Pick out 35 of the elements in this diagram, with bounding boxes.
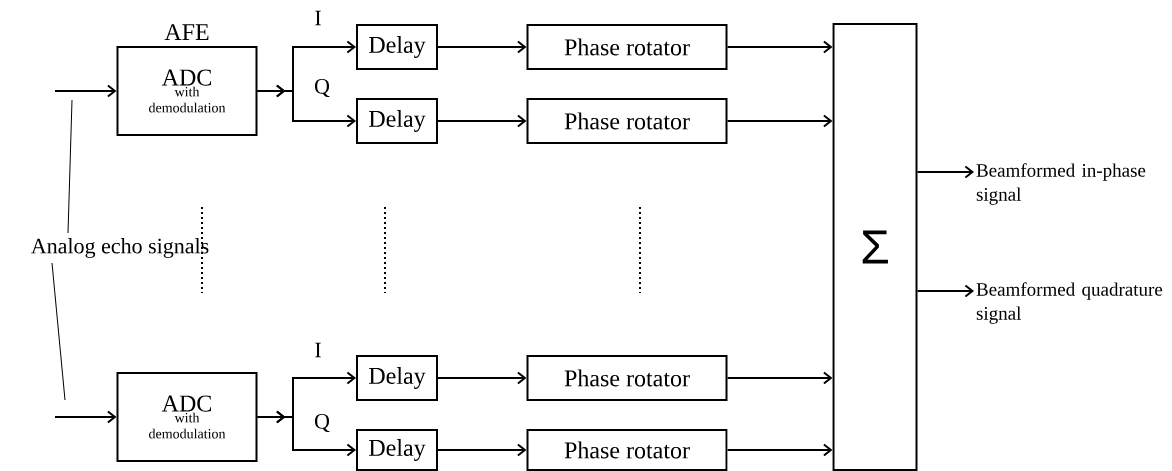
branch-arrow bbox=[256, 410, 356, 457]
signal-label: Analog echo signals bbox=[31, 238, 209, 258]
arrow bbox=[437, 371, 527, 385]
arrow bbox=[437, 114, 527, 128]
arrow bbox=[916, 165, 974, 179]
summation-box: Σ bbox=[832, 23, 918, 471]
arrow bbox=[916, 284, 974, 298]
arrow bbox=[726, 40, 833, 54]
block-caption: AFE bbox=[164, 24, 209, 40]
process-box: Delay bbox=[356, 429, 438, 471]
leader-line bbox=[51, 262, 66, 401]
edge-label: I bbox=[315, 342, 321, 358]
edge-label: Q bbox=[314, 413, 330, 433]
adc-box: ADC with demodulation bbox=[116, 46, 258, 136]
process-box: Phase rotator bbox=[526, 429, 728, 471]
process-box: Phase rotator bbox=[526, 98, 728, 144]
branch-arrow bbox=[256, 84, 356, 128]
arrow bbox=[437, 40, 527, 54]
arrow bbox=[437, 443, 527, 457]
leader-line bbox=[67, 99, 73, 234]
process-box: Delay bbox=[356, 98, 438, 144]
output-label: Beamformed quadrature signal bbox=[976, 282, 1163, 324]
edge-label: I bbox=[315, 10, 321, 26]
adc-box: ADC with demodulation bbox=[116, 372, 258, 462]
edge-label: Q bbox=[314, 78, 330, 98]
process-box: Phase rotator bbox=[526, 355, 728, 401]
output-label: Beamformed in-phase signal bbox=[976, 163, 1146, 205]
arrow bbox=[726, 443, 833, 457]
process-box: Phase rotator bbox=[526, 24, 728, 70]
arrow bbox=[54, 410, 117, 424]
arrow bbox=[726, 114, 833, 128]
process-box: Delay bbox=[356, 355, 438, 401]
process-box: Delay bbox=[356, 24, 438, 70]
arrow bbox=[54, 84, 117, 98]
arrow bbox=[726, 371, 833, 385]
